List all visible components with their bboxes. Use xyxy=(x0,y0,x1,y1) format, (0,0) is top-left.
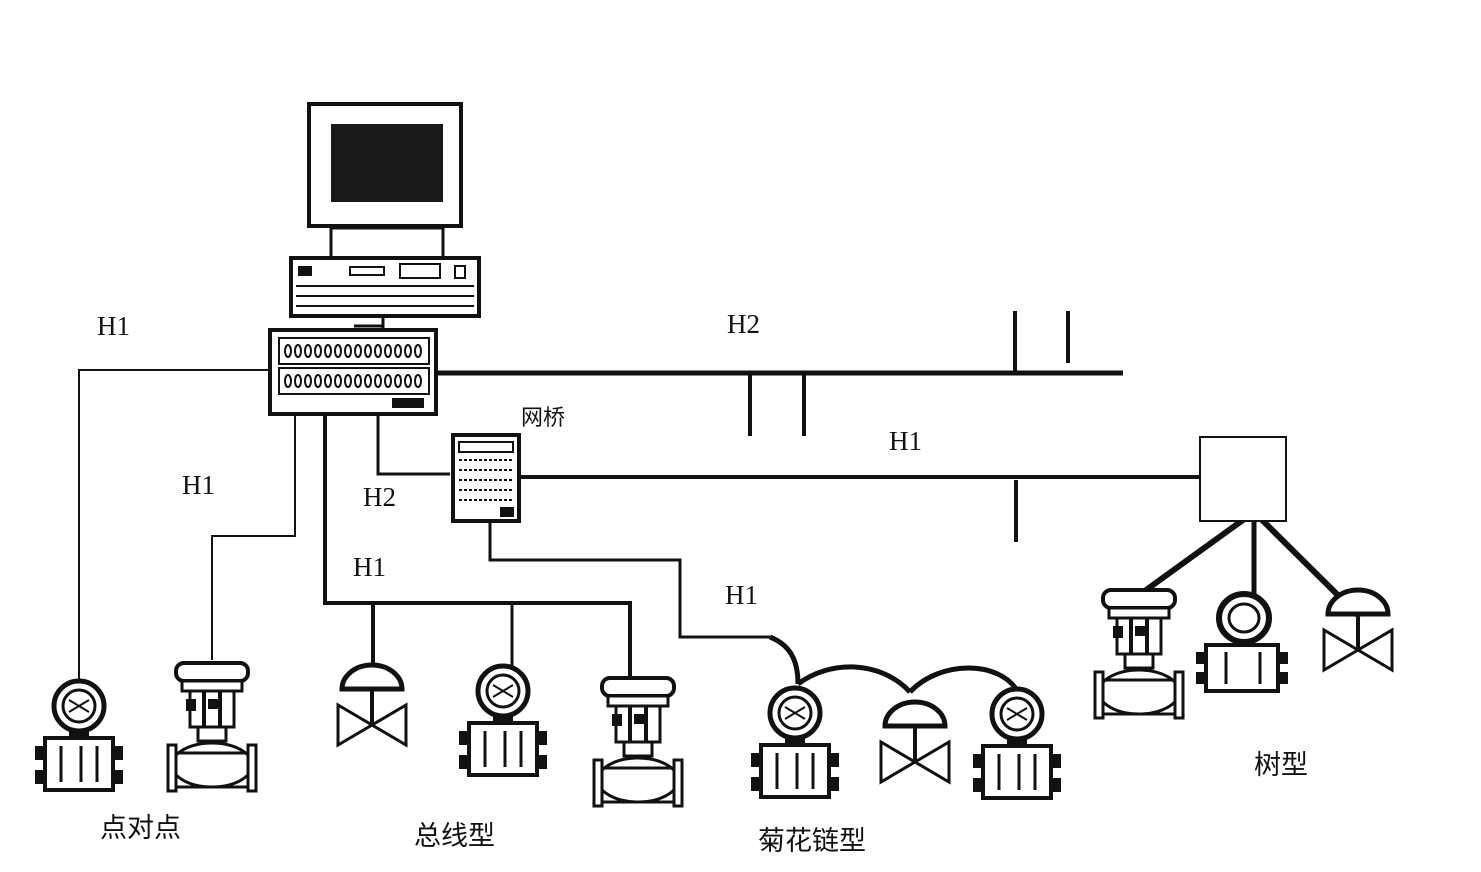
transmitter-icon xyxy=(459,666,547,775)
rack-port xyxy=(414,344,422,358)
h1-daisy-chain-label: H1 xyxy=(725,580,758,610)
rack-port xyxy=(404,374,412,388)
h2-bus-label: H2 xyxy=(727,309,760,339)
transmitter-icon xyxy=(35,681,123,790)
rack-port xyxy=(374,374,382,388)
caption-daisy-chain: 菊花链型 xyxy=(758,826,866,857)
caption-point-to-point: 点对点 xyxy=(100,813,181,844)
computer-monitor-icon xyxy=(307,102,463,260)
transmitter-icon xyxy=(751,688,839,797)
rack-port xyxy=(294,374,302,388)
control-valve-icon xyxy=(592,676,684,808)
control-valve-icon xyxy=(1093,588,1185,720)
transmitter-icon xyxy=(1196,591,1288,693)
rack-port xyxy=(404,344,412,358)
rack-port xyxy=(334,374,342,388)
caption-bus: 总线型 xyxy=(414,821,495,852)
rack-port xyxy=(284,344,292,358)
h2-bridge-link-label: H2 xyxy=(363,482,396,512)
network-lines xyxy=(78,311,1363,698)
rack-port xyxy=(304,344,312,358)
bridge-label: 网桥 xyxy=(521,406,566,431)
rack-port xyxy=(334,344,342,358)
rack-port xyxy=(304,374,312,388)
rack-port xyxy=(324,344,332,358)
diaphragm-valve-icon xyxy=(881,702,949,782)
rack-port xyxy=(364,374,372,388)
rack-port xyxy=(354,374,362,388)
rack-port xyxy=(344,374,352,388)
transmitter-icon xyxy=(973,689,1061,798)
junction-box-icon xyxy=(1199,436,1287,522)
diaphragm-valve-icon xyxy=(338,665,406,745)
h1-label-point-to-point: H1 xyxy=(97,311,130,341)
rack-port xyxy=(284,374,292,388)
rack-port xyxy=(314,344,322,358)
rack-port xyxy=(354,344,362,358)
rack-port xyxy=(314,374,322,388)
rack-port xyxy=(384,374,392,388)
rack-port xyxy=(364,344,372,358)
diaphragm-valve-icon xyxy=(1324,590,1392,670)
h1-bus-label: H1 xyxy=(353,552,386,582)
rack-port xyxy=(344,344,352,358)
rack-port xyxy=(294,344,302,358)
bridge-module-icon xyxy=(451,433,521,523)
rack-port xyxy=(394,374,402,388)
computer-cpu-unit-icon xyxy=(289,256,481,330)
controller-rack-icon xyxy=(268,328,438,416)
rack-port xyxy=(414,374,422,388)
h1-label-point-to-point-2: H1 xyxy=(182,470,215,500)
caption-tree: 树型 xyxy=(1254,750,1308,781)
rack-port xyxy=(384,344,392,358)
rack-port xyxy=(374,344,382,358)
rack-port xyxy=(324,374,332,388)
control-valve-icon xyxy=(166,661,258,793)
rack-port xyxy=(394,344,402,358)
h1-upper-bus-label: H1 xyxy=(889,426,922,456)
